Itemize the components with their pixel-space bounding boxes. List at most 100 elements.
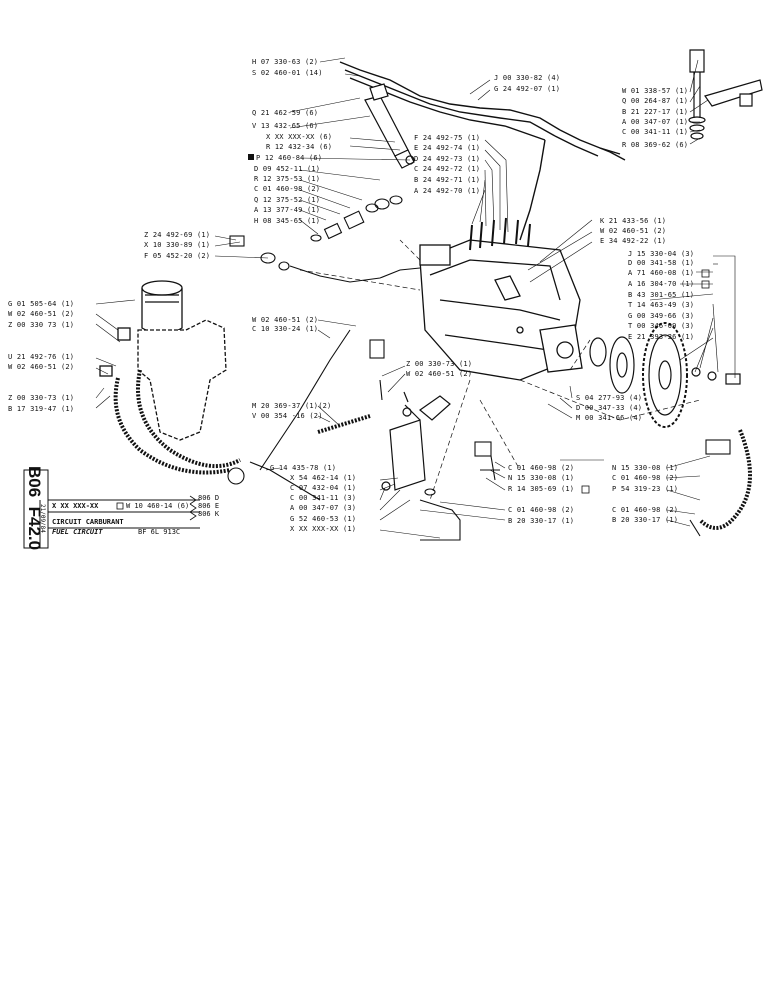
part-callout-p54: P 54 319-23 (1)	[612, 485, 678, 493]
sheet-code-main: B06	[25, 466, 44, 498]
part-callout-d09: D 09 452-11 (1)	[254, 165, 320, 173]
feed-pump	[381, 391, 451, 491]
variant-bracket	[116, 495, 197, 521]
part-callout-j15: J 15 330-04 (3)	[628, 250, 694, 258]
part-callout-c24: C 24 492-72 (1)	[414, 165, 480, 173]
return-line	[419, 439, 731, 541]
part-callout-k21: K 21 433-56 (1)	[600, 217, 666, 225]
assembly-lines	[299, 239, 701, 501]
part-callout-a71: A 71 460-08 (1)	[628, 269, 694, 277]
fuel-hoses	[113, 369, 752, 530]
part-callout-p12: P 12 460-84 (6)	[256, 154, 322, 162]
part-callout-n15b: N 15 330-08 (1)	[612, 464, 678, 472]
grid-box-marker-icon	[701, 280, 710, 289]
part-callout-m00: M 00 341-66 (4)	[576, 414, 642, 422]
part-callout-x10: X 10 330-89 (1)	[144, 241, 210, 249]
part-callout-h07: H 07 330-63 (2)	[252, 58, 318, 66]
part-callout-q00: Q 00 264-87 (1)	[622, 97, 688, 105]
part-callout-b20b: B 20 330-17 (1)	[612, 516, 678, 524]
filled-square-marker-icon	[248, 154, 254, 160]
leader-lines	[95, 57, 736, 539]
variant-ref-k: 806 K	[198, 510, 220, 518]
drive-gear	[589, 322, 741, 428]
fuel-filter	[99, 280, 227, 441]
part-callout-n15a: N 15 330-08 (1)	[508, 474, 574, 482]
part-callout-t00: T 00 346-09 (3)	[628, 322, 694, 330]
part-callout-e34: E 34 492-22 (1)	[600, 237, 666, 245]
part-callout-c00a: C 00 341-11 (1)	[622, 128, 688, 136]
part-callout-z00c: Z 00 330-73 (1)	[406, 360, 472, 368]
part-callout-v13: V 13 432-65 (6)	[252, 122, 318, 130]
part-callout-r08: R 08 369-62 (6)	[622, 141, 688, 149]
part-callout-a00b: A 00 347-07 (3)	[290, 504, 356, 512]
part-callout-w02a: W 02 460-51 (2)	[600, 227, 666, 235]
part-callout-d00a: D 00 341-58 (1)	[628, 259, 694, 267]
part-callout-xxx1: X XX XXX-XX (6)	[266, 133, 332, 141]
part-callout-u21: U 21 492-76 (1)	[8, 353, 74, 361]
part-callout-e24: E 24 492-74 (1)	[414, 144, 480, 152]
part-callouts: H 07 330-63 (2) S 02 460-01 (14) Q 21 462-…	[8, 58, 710, 533]
part-callout-g01: G 01 505-64 (1)	[8, 300, 74, 308]
title-english: FUEL CIRCUIT	[52, 528, 103, 536]
part-callout-xxx2: X XX XXX-XX (1)	[290, 525, 356, 533]
variant-box-label: W 10 460-14 (6)	[126, 502, 190, 510]
part-callout-z24: Z 24 492-69 (1)	[144, 231, 210, 239]
part-callout-z00b: Z 00 330-73 (1)	[8, 394, 74, 402]
part-callout-b17: B 17 319-47 (1)	[8, 405, 74, 413]
part-callout-c00b: C 00 341-11 (3)	[290, 494, 356, 502]
title-block-frame	[23, 469, 200, 549]
part-callout-d00b: D 00 347-33 (4)	[576, 404, 642, 412]
part-callout-c07: C 07 432-04 (1)	[290, 484, 356, 492]
part-callout-z00a: Z 00 330 73 (1)	[8, 321, 74, 329]
part-callout-w02e: W 02 460-51 (2)	[406, 370, 472, 378]
part-callout-a24: A 24 492-70 (1)	[414, 187, 480, 195]
part-callout-g24: G 24 492-07 (1)	[494, 85, 560, 93]
title-french: CIRCUIT CARBURANT	[52, 518, 124, 526]
part-callout-m20: M 20 369-37 (1)(2)	[252, 402, 331, 410]
variant-ref-d: 806 D	[198, 494, 220, 502]
part-callout-v00: V 00 354 -16 (2)	[252, 412, 323, 420]
part-callout-q12: Q 12 375-52 (1)	[254, 196, 320, 204]
part-callout-a13: A 13 377-49 (1)	[254, 206, 320, 214]
part-callout-w02d: W 02 460-51 (2)	[8, 363, 74, 371]
part-callout-c01c: C 01 460-98 (2)	[508, 506, 574, 514]
part-callout-b24: B 24 492-71 (1)	[414, 176, 480, 184]
part-callout-c01a: C 01 460-98 (2)	[254, 185, 320, 193]
part-callout-h08: H 08 345-65 (1)	[254, 217, 320, 225]
part-callout-r12a: R 12 432-34 (6)	[266, 143, 332, 151]
injector	[364, 83, 415, 169]
sheet-date: 21/09/84	[39, 504, 46, 533]
grid-box-marker-icon	[701, 269, 710, 278]
part-callout-s02: S 02 460-01 (14)	[252, 69, 323, 77]
part-callout-b43: B 43 301-65 (1)	[628, 291, 694, 299]
part-callout-b20a: B 20 330-17 (1)	[508, 517, 574, 525]
part-callout-b21: B 21 227-17 (1)	[622, 108, 688, 116]
part-callout-g52: G 52 460-53 (1)	[290, 515, 356, 523]
part-callout-a16: A 16 304-70 (1)	[628, 280, 694, 288]
part-callout-s04: S 04 277-93 (4)	[576, 394, 642, 402]
variant-ref-e: 806 E	[198, 502, 220, 510]
part-callout-r12b: R 12 375-53 (1)	[254, 175, 320, 183]
part-callout-g00: G 00 349-66 (3)	[628, 312, 694, 320]
part-callout-e21: E 21 393-26 (1)	[628, 333, 694, 341]
part-callout-c01b: C 01 460-98 (2)	[508, 464, 574, 472]
part-callout-x54: X 54 462-14 (1)	[290, 474, 356, 482]
part-callout-f05: F 05 452-20 (2)	[144, 252, 210, 260]
part-callout-a00a: A 00 347-07 (1)	[622, 118, 688, 126]
part-callout-r14: R 14 305-69 (1)	[508, 485, 574, 493]
part-callout-w02b: W 02 460-51 (2)	[8, 310, 74, 318]
hose-fittings	[227, 329, 385, 501]
mounting-bracket	[688, 49, 763, 140]
part-callout-g14: G 14 435-78 (1)	[270, 464, 336, 472]
part-callout-c01e: C 01 460-98 (2)	[612, 506, 678, 514]
engine-model: BF 6L 913C	[138, 528, 181, 536]
part-callout-w02c: W 02 460-51 (2)	[252, 316, 318, 324]
reference-pattern: X XX XXX-XX	[52, 502, 99, 510]
fittings-chain	[229, 195, 421, 283]
grid-box-marker-icon	[581, 485, 590, 494]
injection-pump	[419, 217, 583, 381]
part-callout-w01: W 01 338-57 (1)	[622, 87, 688, 95]
part-callout-q21: Q 21 462-59 (6)	[252, 109, 318, 117]
part-callout-j00: J 00 330-82 (4)	[494, 74, 560, 82]
